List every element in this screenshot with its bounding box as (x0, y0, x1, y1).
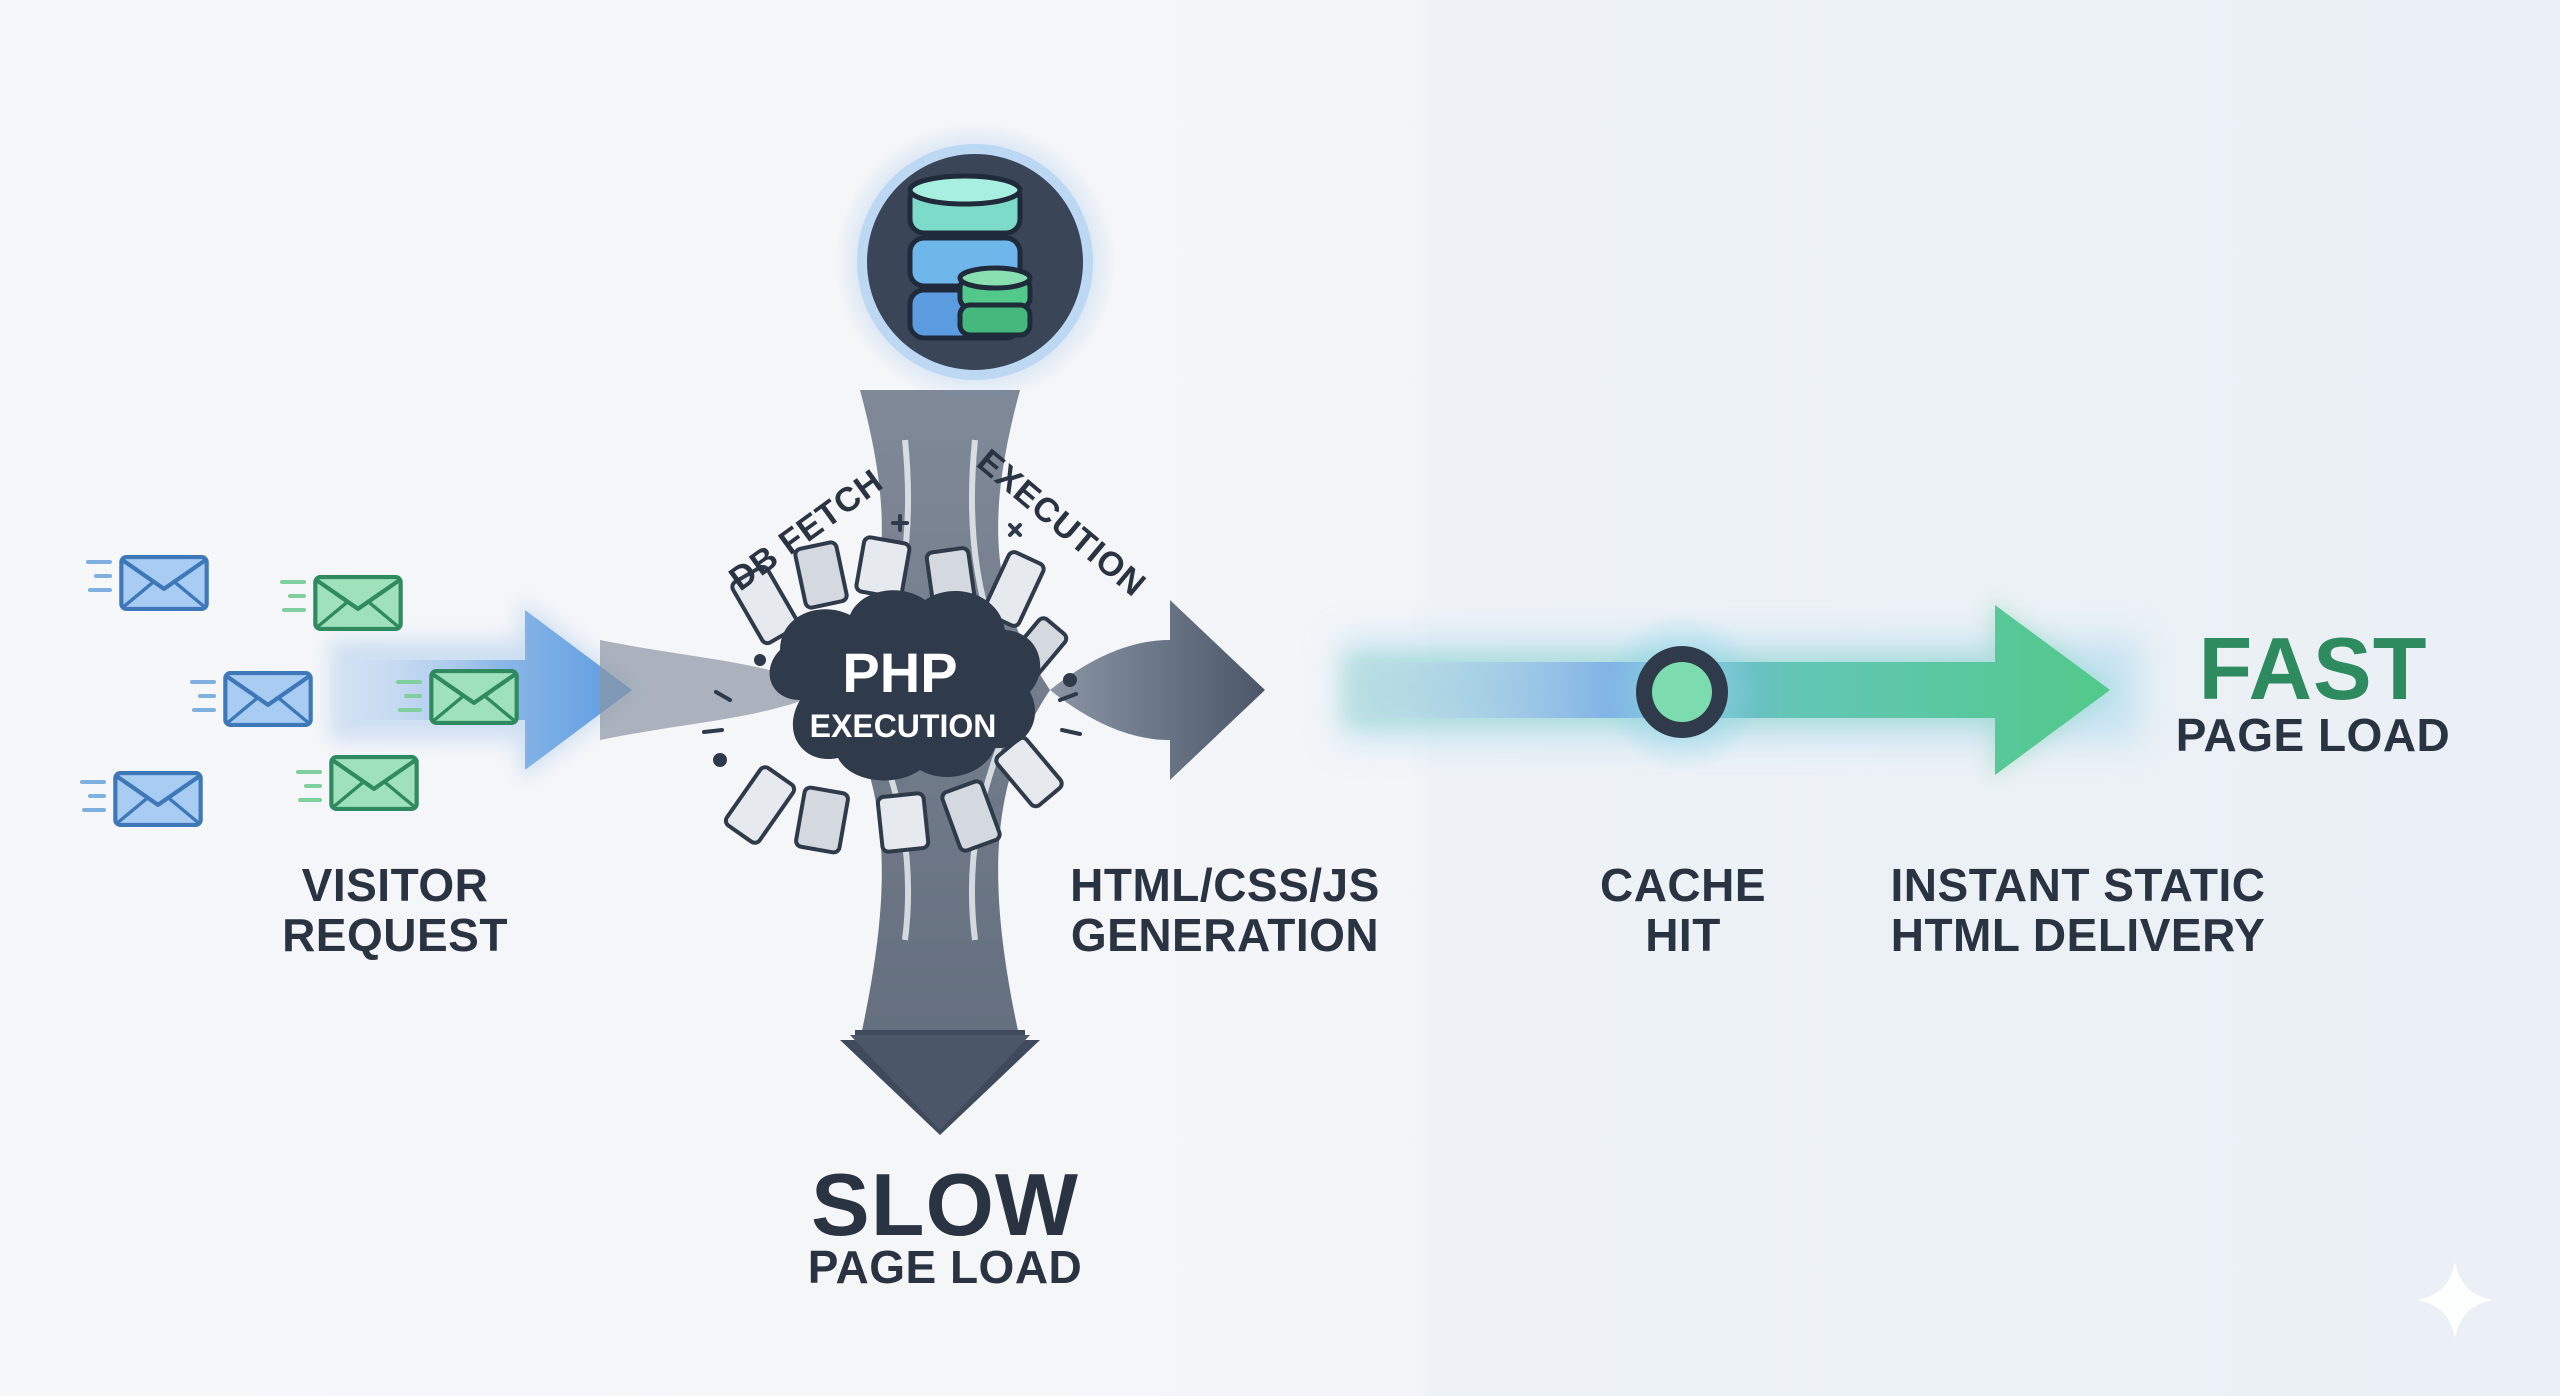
envelope-icon (86, 557, 207, 609)
envelope-icon (280, 577, 401, 629)
php-sub-label: EXECUTION (810, 708, 997, 744)
visitor-request-label: VISITOR REQUEST (282, 860, 508, 960)
slow-sub-label: PAGE LOAD (807, 1241, 1083, 1293)
html-generation-line-2: GENERATION (1070, 909, 1380, 961)
html-generation-line-1: HTML/CSS/JS (1070, 859, 1380, 911)
cache-hit-node-icon (1602, 612, 1762, 772)
fast-label: FAST (2198, 619, 2428, 718)
php-execution-cloud (769, 590, 1041, 781)
html-generation-label: HTML/CSS/JS GENERATION (1070, 860, 1380, 960)
cache-hit-label: CACHE HIT (1600, 860, 1766, 960)
instant-delivery-line-2: HTML DELIVERY (1890, 909, 2266, 961)
cache-hit-line-1: CACHE (1599, 859, 1767, 911)
database-icon (907, 173, 1033, 341)
instant-delivery-label: INSTANT STATIC HTML DELIVERY (1891, 860, 2266, 960)
sparkle-icon (2417, 1262, 2493, 1338)
envelope-icon (190, 673, 311, 725)
php-label: PHP (842, 641, 957, 704)
cache-hit-line-2: HIT (1645, 909, 1721, 961)
envelope-icon (80, 773, 201, 825)
fast-sub-label: PAGE LOAD (2175, 709, 2451, 761)
visitor-request-line-2: REQUEST (282, 909, 508, 961)
instant-delivery-line-1: INSTANT STATIC (1890, 859, 2266, 911)
envelope-icon (396, 671, 517, 723)
slow-label: SLOW (811, 1155, 1079, 1254)
envelope-icon (296, 757, 417, 809)
visitor-request-line-1: VISITOR (301, 859, 489, 911)
